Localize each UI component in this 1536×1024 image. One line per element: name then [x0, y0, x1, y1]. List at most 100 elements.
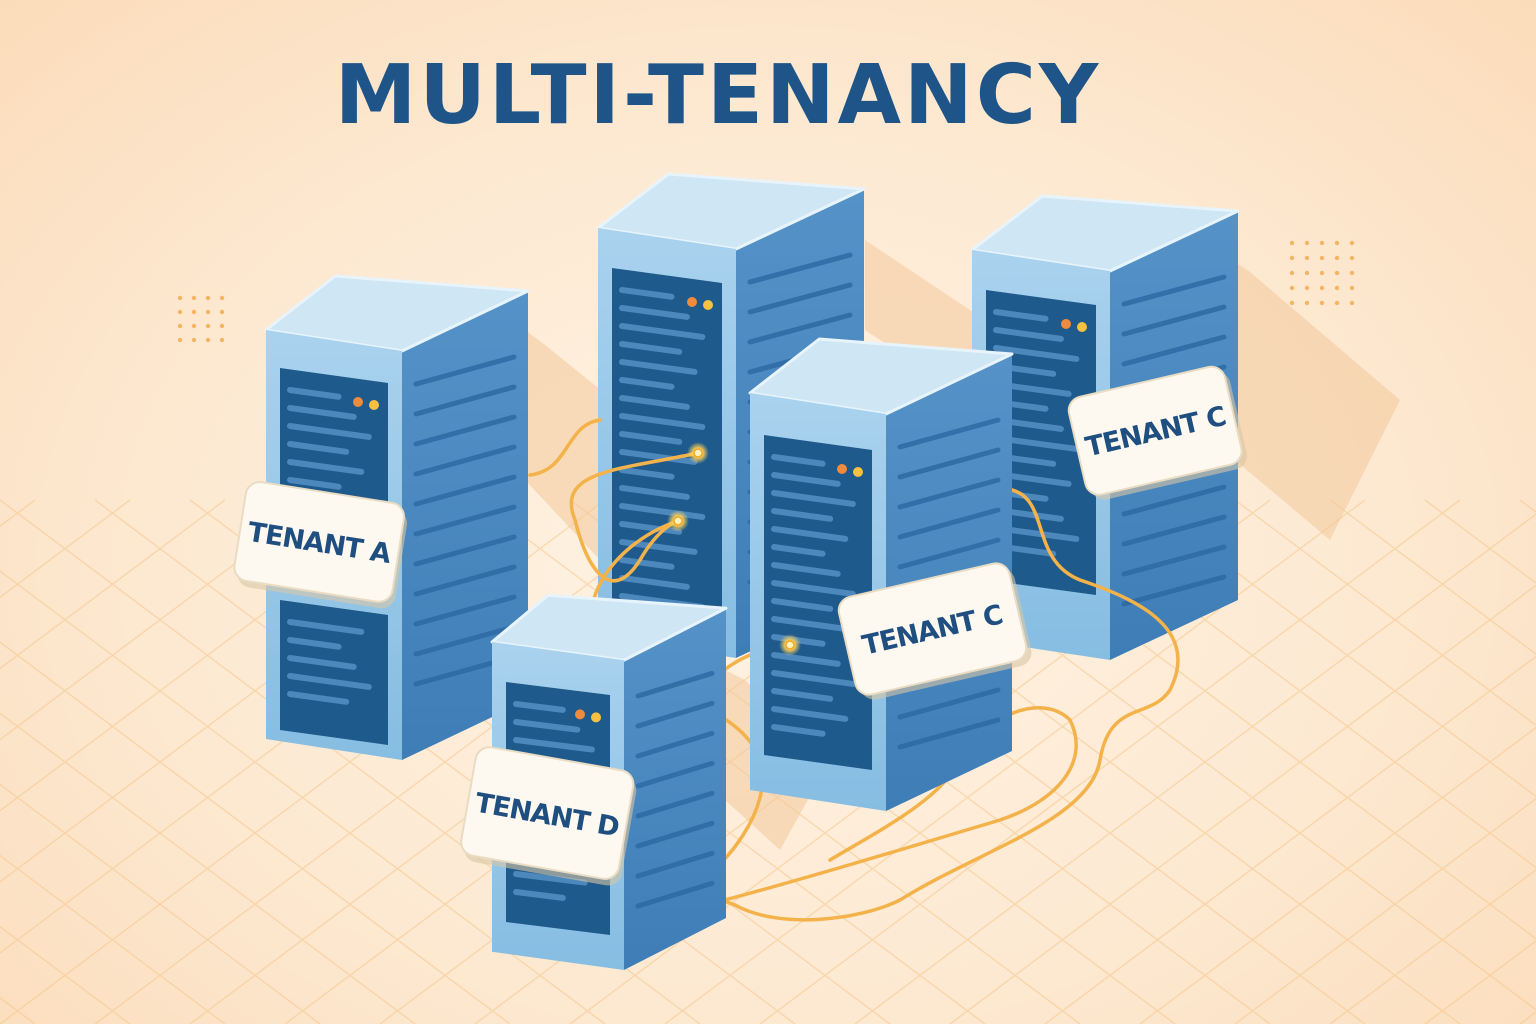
status-led-orange — [575, 709, 585, 720]
dot — [1289, 285, 1295, 291]
vent-slot — [897, 537, 1001, 570]
vent-slot — [635, 790, 715, 819]
vent-slot — [747, 252, 853, 285]
vent-slot — [413, 414, 517, 447]
panel-stripe — [993, 309, 1049, 322]
diagram-title: MULTI-TENANCY — [334, 48, 1102, 143]
panel-stripe — [513, 719, 581, 733]
grid-line — [1424, 499, 1536, 585]
panel-stripe — [619, 575, 690, 590]
dot — [177, 309, 183, 315]
panel-stripe — [619, 413, 706, 430]
label-tenant-c-back: TENANT C — [1067, 365, 1247, 500]
dot — [1349, 270, 1355, 276]
dot — [1349, 255, 1355, 261]
dot — [177, 295, 183, 301]
dot — [1349, 300, 1355, 306]
vent-slot — [635, 850, 715, 879]
vent-slot — [413, 444, 517, 477]
vent-slot — [1121, 544, 1227, 577]
dot — [177, 323, 183, 329]
status-led-yellow — [1077, 322, 1087, 332]
panel-stripe — [287, 637, 342, 650]
dot — [1334, 240, 1340, 246]
status-led-yellow — [591, 712, 601, 723]
status-led-orange — [353, 397, 363, 407]
panel-stripe — [287, 441, 350, 455]
dot — [177, 337, 183, 343]
vent-slot — [1121, 484, 1227, 517]
vent-slot — [413, 474, 517, 507]
dot — [205, 295, 211, 301]
server-front-panel — [764, 435, 872, 770]
grid-line — [0, 783, 321, 1024]
dot-pattern-left — [177, 295, 225, 343]
grid-line — [1519, 1011, 1536, 1024]
panel-stripe — [619, 341, 683, 355]
dot — [205, 323, 211, 329]
label-tenant-d: TENANT D — [460, 746, 637, 886]
dot — [1334, 270, 1340, 276]
cable-a-to-center — [528, 418, 602, 477]
grid-line — [1424, 939, 1536, 1024]
vent-slot — [413, 534, 517, 567]
grid-line — [0, 499, 321, 741]
status-led-orange — [687, 297, 697, 307]
vent-slot — [1121, 274, 1227, 307]
server-tenant-c-front — [748, 337, 1014, 811]
vent-slot — [635, 670, 715, 699]
panel-stripe — [619, 431, 683, 445]
vent-slot — [635, 700, 715, 729]
dot-pattern-right — [1289, 240, 1355, 306]
vent-slot — [1121, 304, 1227, 337]
vent-slot — [1121, 334, 1227, 367]
grid-line — [0, 499, 36, 528]
vent-slot — [747, 282, 853, 315]
connection-points — [667, 442, 801, 656]
dot — [1289, 240, 1295, 246]
dot — [1349, 240, 1355, 246]
dot — [1304, 285, 1310, 291]
panel-stripe — [771, 562, 841, 577]
grid-line — [1329, 499, 1536, 656]
panel-stripe — [619, 305, 690, 320]
panel-stripe — [287, 673, 372, 690]
panel-stripe — [771, 580, 856, 597]
panel-stripe — [287, 405, 357, 420]
status-led-orange — [837, 464, 847, 474]
status-led-yellow — [853, 467, 863, 477]
cable-c-to-c — [733, 488, 1180, 922]
panel-stripe — [513, 737, 595, 753]
panel-stripe — [771, 670, 856, 687]
panel-stripe — [771, 544, 826, 557]
server-top-face — [748, 337, 1014, 416]
dot — [1334, 285, 1340, 291]
dot — [191, 295, 197, 301]
panel-stripe — [771, 688, 834, 702]
dot — [1304, 255, 1310, 261]
connection-point-1-core — [693, 448, 703, 458]
panel-stripe — [771, 454, 826, 467]
grid-line — [0, 854, 226, 1024]
vent-slot — [897, 507, 1001, 540]
vent-slot — [897, 687, 1001, 720]
panel-stripe — [287, 477, 342, 490]
vent-slot — [1121, 574, 1227, 607]
grid-line — [0, 499, 131, 599]
dot — [205, 309, 211, 315]
panel-stripe — [287, 619, 365, 635]
panel-stripe — [513, 871, 588, 886]
dot — [219, 323, 225, 329]
panel-stripe — [619, 395, 690, 410]
vent-slot — [635, 730, 715, 759]
label-tenant-a: TENANT A — [233, 481, 408, 609]
dot — [191, 309, 197, 315]
grid-line — [1234, 499, 1536, 727]
dot — [219, 309, 225, 315]
grid-line — [0, 570, 606, 1024]
dot — [1304, 270, 1310, 276]
grid-line — [0, 996, 36, 1024]
dot — [1304, 240, 1310, 246]
dot — [1319, 300, 1325, 306]
